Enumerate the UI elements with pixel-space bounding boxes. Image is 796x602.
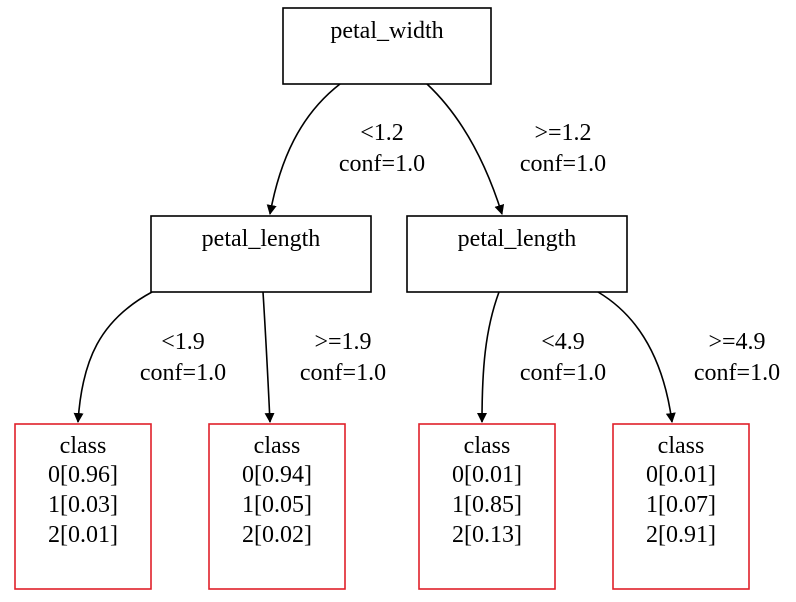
leaf-class-0-prob: 0[0.01] [646,462,716,488]
leaf-class-2-prob: 2[0.02] [242,522,312,548]
edge-arrow [73,291,153,423]
leaf-class-2-prob: 2[0.13] [452,522,522,548]
leaf-box [612,423,750,590]
leaf-class-1-prob: 1[0.05] [242,492,312,518]
leaf-class-heading: class [60,433,107,459]
leaf-class-1-prob: 1[0.85] [452,492,522,518]
edge-left-leaf1: <1.9 conf=1.0 [73,291,226,423]
edge-condition: <1.2 [360,120,404,146]
edge-confidence: conf=1.0 [520,151,606,177]
leaf-box [208,423,346,590]
node-box [282,7,492,85]
edge-condition: <4.9 [541,329,585,355]
node-box [406,215,628,293]
edge-arrow [597,291,676,423]
leaf-class-0-prob: 0[0.96] [48,462,118,488]
edge-condition: <1.9 [161,329,205,355]
leaf-class-1-prob: 1[0.03] [48,492,118,518]
edge-arrow [477,291,500,423]
edge-confidence: conf=1.0 [140,360,226,386]
edge-confidence: conf=1.0 [339,151,425,177]
leaf-class-0-prob: 0[0.94] [242,462,312,488]
leaf-class-heading: class [658,433,705,459]
node-label: petal_width [330,18,443,44]
edge-root-left: <1.2 conf=1.0 [266,83,425,215]
edge-right-leaf3: <4.9 conf=1.0 [477,291,606,423]
leaf-class-2-prob: 2[0.91] [646,522,716,548]
node-left-split: petal_length [150,215,372,293]
leaf-node-1: class 0[0.96] 1[0.03] 2[0.01] [14,423,152,590]
leaf-node-3: class 0[0.01] 1[0.85] 2[0.13] [418,423,556,590]
edge-root-right: >=1.2 conf=1.0 [426,83,606,215]
edge-confidence: conf=1.0 [694,360,780,386]
leaf-box [418,423,556,590]
edge-arrow [426,83,505,215]
leaf-class-2-prob: 2[0.01] [48,522,118,548]
leaf-box [14,423,152,590]
edge-condition: >=1.9 [314,329,371,355]
edge-arrow [266,83,341,215]
leaf-node-2: class 0[0.94] 1[0.05] 2[0.02] [208,423,346,590]
node-label: petal_length [458,226,577,252]
edge-arrow [262,291,275,423]
edge-confidence: conf=1.0 [300,360,386,386]
edge-condition: >=4.9 [708,329,765,355]
node-label: petal_length [202,226,321,252]
leaf-class-heading: class [464,433,511,459]
node-box [150,215,372,293]
leaf-class-0-prob: 0[0.01] [452,462,522,488]
leaf-node-4: class 0[0.01] 1[0.07] 2[0.91] [612,423,750,590]
edge-right-leaf4: >=4.9 conf=1.0 [597,291,780,423]
leaf-class-1-prob: 1[0.07] [646,492,716,518]
edge-confidence: conf=1.0 [520,360,606,386]
node-root: petal_width [282,7,492,85]
leaf-class-heading: class [254,433,301,459]
edge-condition: >=1.2 [534,120,591,146]
edge-left-leaf2: >=1.9 conf=1.0 [262,291,386,423]
node-right-split: petal_length [406,215,628,293]
